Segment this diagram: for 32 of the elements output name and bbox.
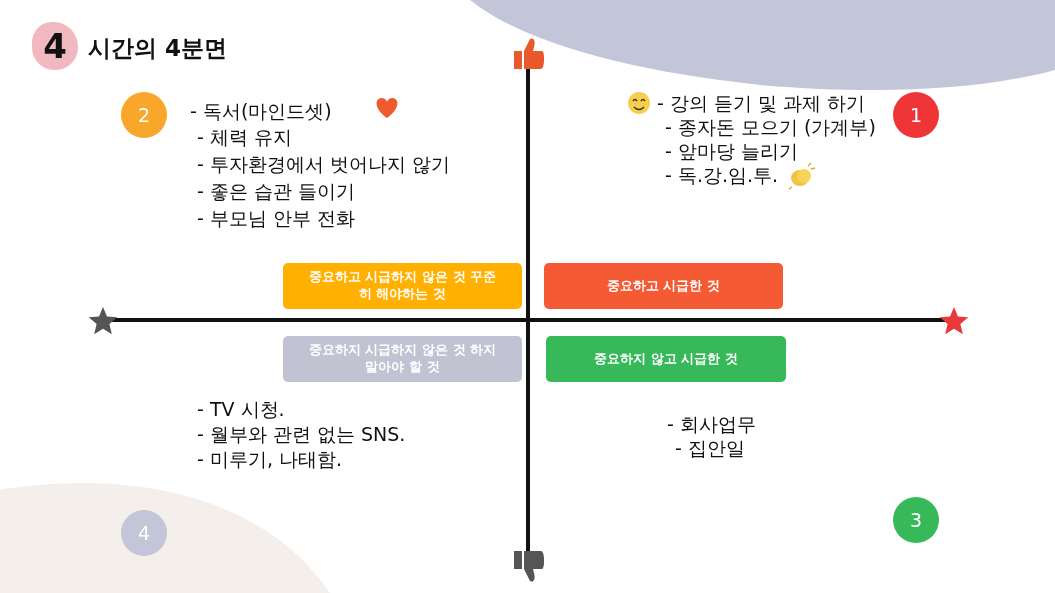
node-text: 중요하고 시급한 것 xyxy=(606,277,721,295)
list-item: - 회사업무 xyxy=(667,413,756,436)
list-item: - 부모님 안부 전화 xyxy=(197,207,355,230)
node-text: 중요하고 시급하지 않은 것 꾸준히 해야하는 것 xyxy=(307,269,498,303)
list-item: - 체력 유지 xyxy=(197,126,292,149)
list-item: - 종자돈 모으기 (가계부) xyxy=(665,116,876,139)
list-item: - 강의 듣기 및 과제 하기 xyxy=(657,92,866,115)
number-circle xyxy=(893,497,939,543)
list-item: - 투자환경에서 벗어나지 않기 xyxy=(197,153,450,176)
node-text: 1 xyxy=(909,102,923,128)
list-item: - 집안일 xyxy=(675,437,745,460)
node-text: 2 xyxy=(137,102,151,128)
list-item: - 월부와 관련 없는 SNS. xyxy=(197,423,406,446)
quadrant-label-box xyxy=(283,336,522,382)
number-circle xyxy=(893,92,939,138)
list-item: - TV 시청. xyxy=(197,398,285,421)
list-item: - 앞마당 늘리기 xyxy=(665,140,798,163)
number-badge xyxy=(32,22,78,70)
list-item: - 미루기, 나태함. xyxy=(197,448,342,471)
node-text: 3 xyxy=(909,507,923,533)
title: 시간의 4분면 xyxy=(88,34,227,63)
node-text: 4 xyxy=(137,520,151,546)
number-circle xyxy=(121,92,167,138)
node-text: 중요하지 않고 시급한 것 xyxy=(594,350,738,368)
quadrant-label-box xyxy=(546,336,786,382)
node-text: 중요하지 시급하지 않은 것 하지 말아야 할 것 xyxy=(307,342,498,376)
quadrant-label-box xyxy=(544,263,783,309)
list-item: - 좋은 습관 들이기 xyxy=(197,180,355,203)
list-item: - 독서(마인드셋) xyxy=(190,100,332,123)
list-item: - 독.강.임.투. xyxy=(665,164,779,187)
quadrant-label-box xyxy=(283,263,522,309)
node-text: 4 xyxy=(43,24,67,68)
